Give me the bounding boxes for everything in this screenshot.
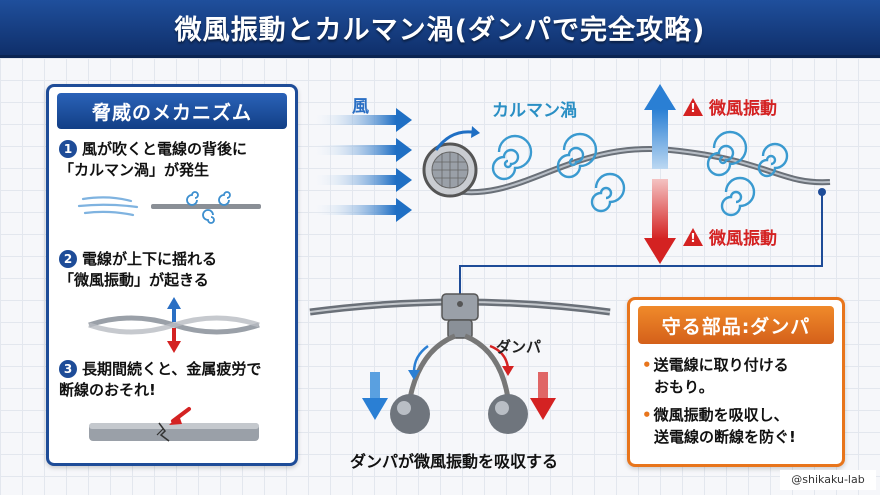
flow-curl-arrow xyxy=(434,126,480,151)
bullet-text: 微風振動を吸収し、 xyxy=(653,406,789,424)
step-2: 2 電線が上下に揺れる 「微風振動」が起きる xyxy=(59,249,295,291)
crack-arrow-icon xyxy=(169,407,191,425)
step-text: 断線のおそれ! xyxy=(59,381,156,399)
threat-panel-header: 脅威のメカニズム xyxy=(57,93,287,129)
step-text: 風が吹くと電線の背後に xyxy=(82,140,248,158)
damper-absorb-caption: ダンパが微風振動を吸収する xyxy=(350,452,559,471)
warning-icon xyxy=(683,228,703,246)
wind-arrow-icon xyxy=(310,108,412,222)
step-text: 「カルマン渦」が発生 xyxy=(59,161,210,179)
vibration-label-bottom: 微風振動 xyxy=(683,224,777,249)
bullet-text: 送電線の断線を防ぐ! xyxy=(654,428,796,446)
step-text: 電線が上下に揺れる xyxy=(82,250,218,268)
vibration-arrow xyxy=(644,84,676,264)
step-text: 「微風振動」が起きる xyxy=(59,271,209,289)
bullet-text: 送電線に取り付ける xyxy=(653,356,789,374)
vibration-text: 微風振動 xyxy=(709,229,777,249)
vortex-icon xyxy=(491,130,789,217)
protection-bullet-2: •微風振動を吸収し、 送電線の断線を防ぐ! xyxy=(642,404,842,448)
step-number: 1 xyxy=(59,140,77,158)
wire-cross-section xyxy=(422,142,478,198)
damper-label: ダンパ xyxy=(496,338,542,356)
bullet-icon: • xyxy=(642,356,652,374)
bullet-icon: • xyxy=(642,406,652,424)
vibration-label-top: 微風振動 xyxy=(683,94,777,119)
cracked-wire-illustration xyxy=(89,407,259,442)
protection-panel-header: 守る部品:ダンパ xyxy=(638,306,834,344)
wind-label: 風 xyxy=(352,97,369,117)
step-1: 1 風が吹くと電線の背後に 「カルマン渦」が発生 xyxy=(59,139,295,181)
damper-illustration xyxy=(309,293,611,434)
oscillating-wire-illustration xyxy=(88,297,260,353)
connector-line xyxy=(459,192,823,294)
step-text: 長期間続くと、金属疲労で xyxy=(82,360,262,378)
protection-panel-title: 守る部品:ダンパ xyxy=(661,315,811,338)
page-title: 微風振動とカルマン渦(ダンパで完全攻略) xyxy=(174,15,706,46)
step-number: 2 xyxy=(59,250,77,268)
warning-icon xyxy=(683,98,703,116)
protection-bullet-1: •送電線に取り付ける おもり。 xyxy=(642,354,842,398)
bullet-text: おもり。 xyxy=(654,378,714,396)
credit-label: @shikaku-lab xyxy=(780,470,876,490)
protection-panel: 守る部品:ダンパ •送電線に取り付ける おもり。 •微風振動を吸収し、 送電線の… xyxy=(627,297,845,467)
step-number: 3 xyxy=(59,360,77,378)
karman-vortices xyxy=(491,130,789,217)
step-3: 3 長期間続くと、金属疲労で 断線のおそれ! xyxy=(59,359,295,401)
title-bar: 微風振動とカルマン渦(ダンパで完全攻略) xyxy=(0,0,880,58)
wind-vortex-illustration xyxy=(77,191,261,224)
threat-panel-title: 脅威のメカニズム xyxy=(91,101,252,124)
karman-vortex-label: カルマン渦 xyxy=(492,101,577,121)
vibration-text: 微風振動 xyxy=(709,99,777,119)
wind-arrows xyxy=(310,108,412,222)
threat-mechanism-panel: 脅威のメカニズム 1 風が吹くと電線の背後に 「カルマン渦」が発生 2 電線が上下に… xyxy=(46,84,298,466)
